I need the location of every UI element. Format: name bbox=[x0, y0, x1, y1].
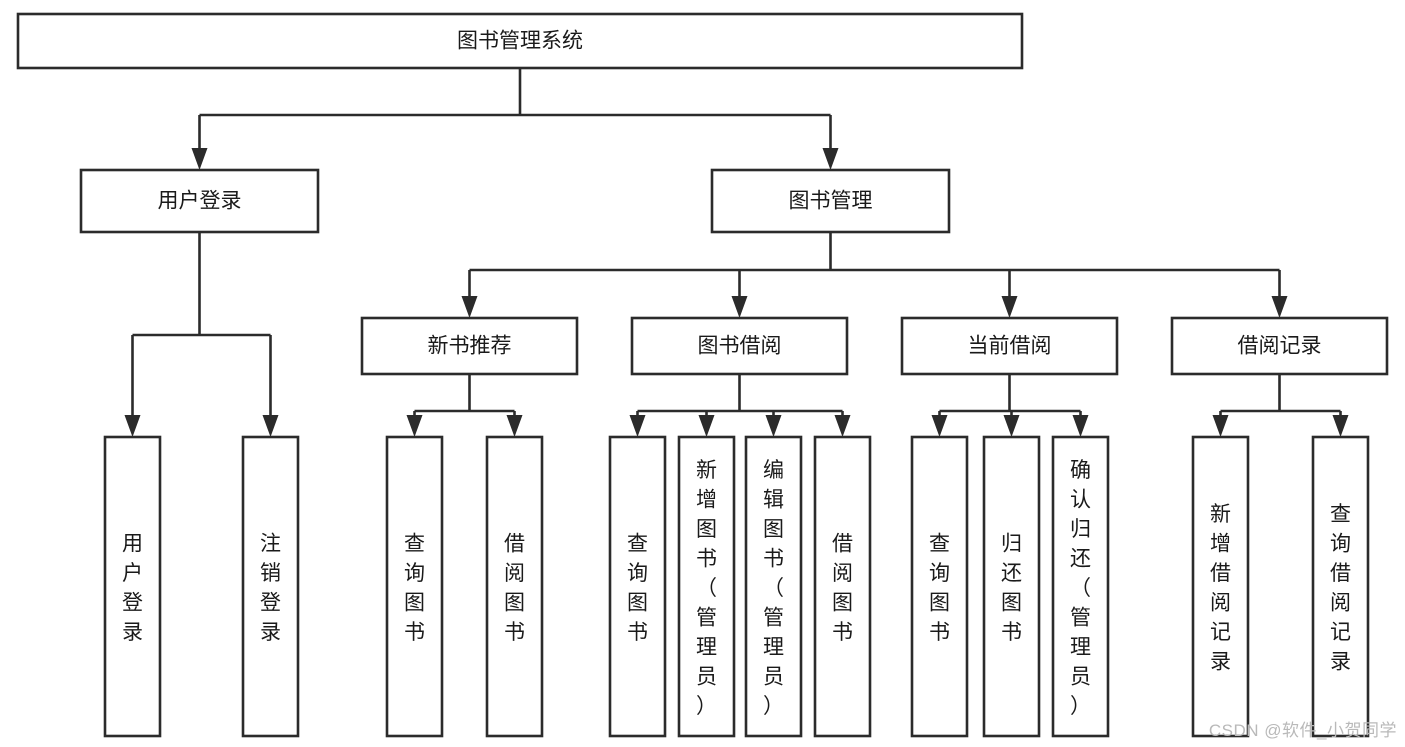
node-box bbox=[360, 316, 579, 376]
arrow-head bbox=[1001, 296, 1018, 318]
node-leaf-query-book-3[interactable]: 查询图书 bbox=[910, 435, 969, 738]
arrow-head bbox=[1271, 296, 1288, 318]
node-label: 图书管理 bbox=[789, 190, 873, 213]
node-box bbox=[16, 12, 1024, 70]
node-current-borrow[interactable]: 当前借阅 bbox=[900, 316, 1119, 376]
arrow-head bbox=[1003, 415, 1020, 437]
node-leaf-edit-book[interactable]: 编辑图书（管理员） bbox=[744, 435, 803, 738]
arrow-head bbox=[1332, 415, 1349, 437]
node-leaf-query-book-2[interactable]: 查询图书 bbox=[608, 435, 667, 738]
arrow-head bbox=[191, 148, 208, 170]
node-box bbox=[1311, 435, 1370, 738]
arrow-head bbox=[834, 415, 851, 437]
node-box bbox=[608, 435, 667, 738]
node-book-manage[interactable]: 图书管理 bbox=[710, 168, 951, 234]
node-label: 新书推荐 bbox=[428, 335, 512, 358]
node-label: 新增图书（管理员） bbox=[696, 459, 717, 718]
arrow-head bbox=[698, 415, 715, 437]
arrow-head bbox=[1212, 415, 1229, 437]
node-label: 确认归还（管理员） bbox=[1070, 459, 1091, 718]
arrow-head bbox=[406, 415, 423, 437]
arrow-head bbox=[731, 296, 748, 318]
node-leaf-return-book[interactable]: 归还图书 bbox=[982, 435, 1041, 738]
node-leaf-user-logout[interactable]: 注销登录 bbox=[241, 435, 300, 738]
connector-layer bbox=[124, 68, 1349, 437]
node-box bbox=[900, 316, 1119, 376]
arrow-head bbox=[124, 415, 141, 437]
arrow-head bbox=[262, 415, 279, 437]
node-label: 借阅图书 bbox=[832, 533, 853, 645]
node-label: 图书管理系统 bbox=[457, 30, 583, 53]
node-borrow-record[interactable]: 借阅记录 bbox=[1170, 316, 1389, 376]
node-box bbox=[1191, 435, 1250, 738]
node-label: 查询图书 bbox=[404, 533, 425, 645]
node-leaf-user-login[interactable]: 用户登录 bbox=[103, 435, 162, 738]
node-label: 查询借阅记录 bbox=[1330, 503, 1351, 674]
node-label: 图书借阅 bbox=[698, 335, 782, 358]
arrow-head bbox=[765, 415, 782, 437]
node-box bbox=[241, 435, 300, 738]
node-label: 借阅记录 bbox=[1238, 335, 1322, 358]
node-label: 注销登录 bbox=[260, 533, 281, 645]
node-user-login[interactable]: 用户登录 bbox=[79, 168, 320, 234]
node-label: 编辑图书（管理员） bbox=[763, 459, 784, 718]
node-label: 当前借阅 bbox=[968, 335, 1052, 358]
node-label: 归还图书 bbox=[1001, 533, 1022, 645]
node-label: 查询图书 bbox=[929, 533, 950, 645]
node-box bbox=[982, 435, 1041, 738]
arrow-head bbox=[629, 415, 646, 437]
node-book-borrow[interactable]: 图书借阅 bbox=[630, 316, 849, 376]
arrow-head bbox=[1072, 415, 1089, 437]
arrow-head bbox=[506, 415, 523, 437]
arrow-head bbox=[461, 296, 478, 318]
node-box bbox=[1170, 316, 1389, 376]
node-box bbox=[744, 435, 803, 738]
node-box bbox=[1051, 435, 1110, 738]
node-label: 查询图书 bbox=[627, 533, 648, 645]
arrow-head bbox=[822, 148, 839, 170]
node-box bbox=[485, 435, 544, 738]
node-label: 借阅图书 bbox=[504, 533, 525, 645]
node-box bbox=[677, 435, 736, 738]
arrow-head bbox=[931, 415, 948, 437]
node-label: 用户登录 bbox=[158, 190, 242, 213]
node-leaf-add-record[interactable]: 新增借阅记录 bbox=[1191, 435, 1250, 738]
node-box bbox=[630, 316, 849, 376]
node-box bbox=[710, 168, 951, 234]
node-layer: 图书管理系统用户登录图书管理新书推荐图书借阅当前借阅借阅记录用户登录注销登录查询… bbox=[16, 12, 1389, 738]
node-root[interactable]: 图书管理系统 bbox=[16, 12, 1024, 70]
node-leaf-query-book-1[interactable]: 查询图书 bbox=[385, 435, 444, 738]
node-leaf-query-record[interactable]: 查询借阅记录 bbox=[1311, 435, 1370, 738]
node-label: 新增借阅记录 bbox=[1210, 503, 1231, 674]
node-box bbox=[79, 168, 320, 234]
node-leaf-add-book[interactable]: 新增图书（管理员） bbox=[677, 435, 736, 738]
node-box bbox=[910, 435, 969, 738]
node-leaf-confirm-return[interactable]: 确认归还（管理员） bbox=[1051, 435, 1110, 738]
node-new-book-rec[interactable]: 新书推荐 bbox=[360, 316, 579, 376]
node-box bbox=[103, 435, 162, 738]
node-box bbox=[385, 435, 444, 738]
node-box bbox=[813, 435, 872, 738]
node-leaf-borrow-book-2[interactable]: 借阅图书 bbox=[813, 435, 872, 738]
node-leaf-borrow-book-1[interactable]: 借阅图书 bbox=[485, 435, 544, 738]
node-label: 用户登录 bbox=[122, 533, 143, 645]
